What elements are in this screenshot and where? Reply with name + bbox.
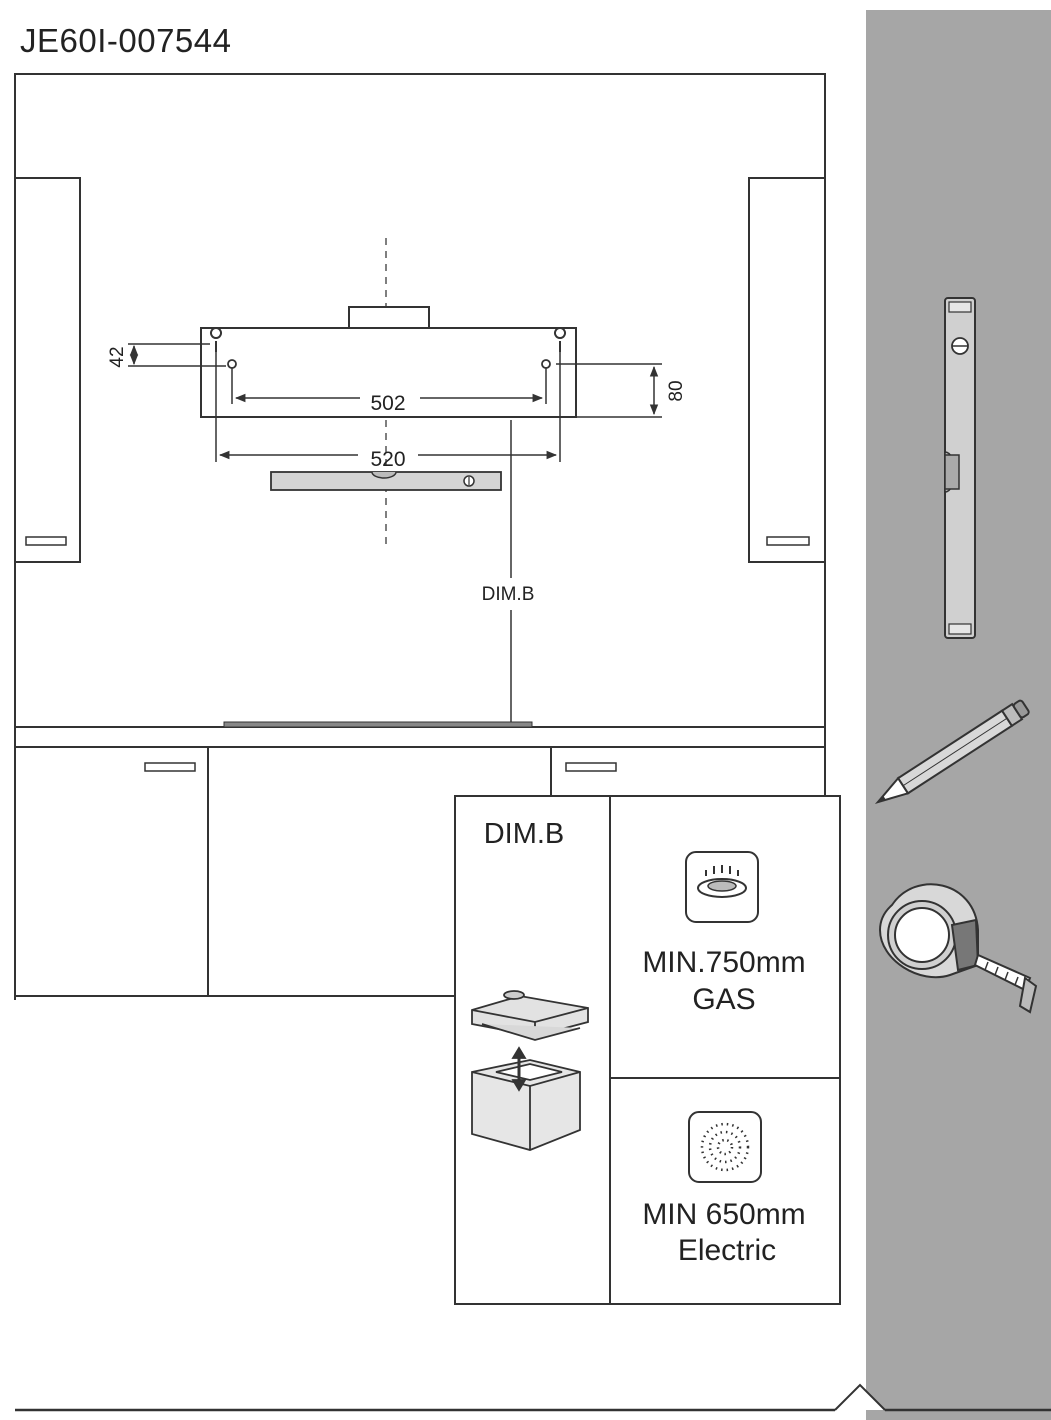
spirit-level-small <box>270 471 502 491</box>
dimension-labels: 502 520 42 80 DIM.B <box>107 346 687 605</box>
electric-label: Electric <box>678 1234 776 1267</box>
base-cabinets <box>14 747 826 997</box>
gas-min-height: MIN.750mm <box>642 946 805 979</box>
dim-42: 42 <box>107 346 128 367</box>
upper-cabinet-left <box>14 177 81 563</box>
dimension-lines <box>128 343 662 724</box>
pencil-icon <box>874 699 1030 805</box>
dim-520: 520 <box>370 448 405 471</box>
dim-80: 80 <box>666 380 687 401</box>
electric-hob-icon <box>688 1111 762 1183</box>
countertop <box>14 721 826 748</box>
dim-b-table: DIM.B <box>454 795 841 1305</box>
tool-panel <box>834 10 1051 1420</box>
upper-cabinet-right <box>748 177 826 563</box>
dim-b-table-header: DIM.B <box>484 818 565 850</box>
dim-502: 502 <box>370 392 405 415</box>
tape-measure-icon <box>878 883 1038 1014</box>
electric-min-height: MIN 650mm <box>642 1198 805 1231</box>
spirit-level-icon <box>944 297 976 639</box>
dim-b-label: DIM.B <box>482 584 535 605</box>
gas-label: GAS <box>692 983 755 1016</box>
range-hood-back <box>200 306 577 418</box>
gas-burner-icon <box>685 851 759 923</box>
hood-over-hob-icon <box>471 990 589 1151</box>
document-title: JE60I-007544 <box>20 22 232 59</box>
